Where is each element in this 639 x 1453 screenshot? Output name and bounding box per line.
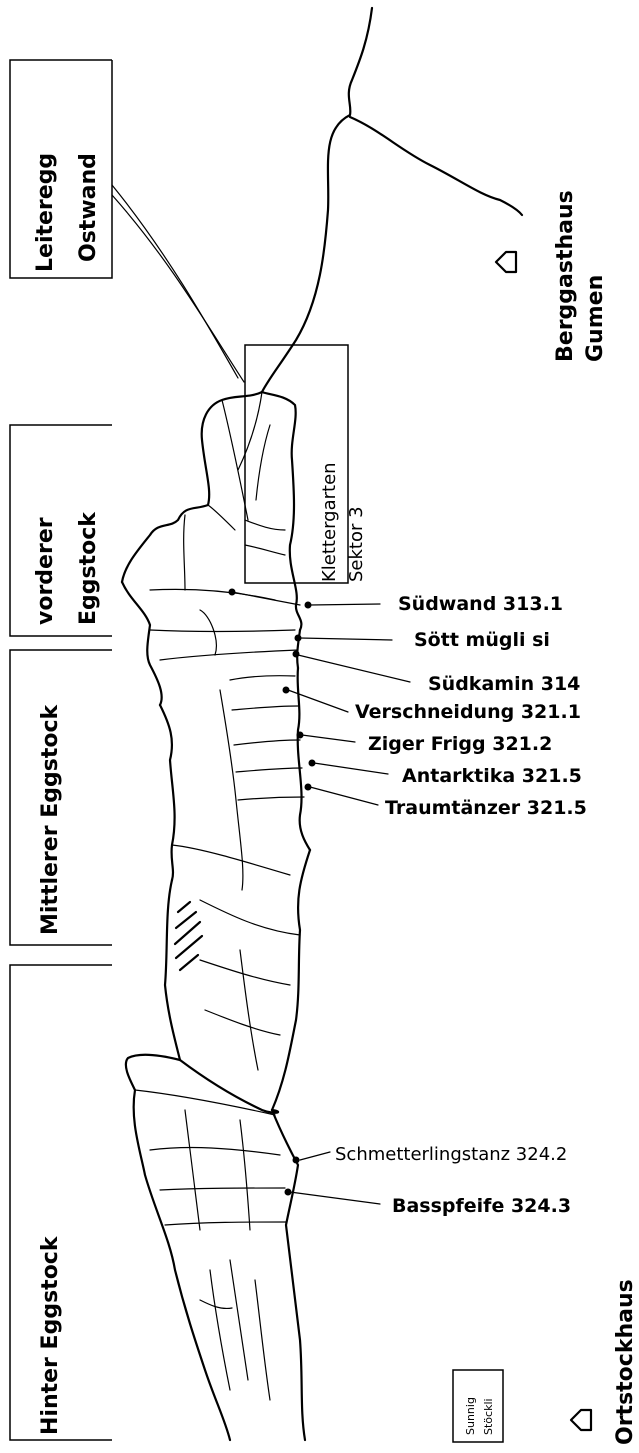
route-label: Schmetterlingstanz 324.2: [335, 1144, 567, 1165]
leiteregg-label: Leiteregg: [33, 153, 58, 272]
sunnig-label: Sunnig: [464, 1397, 477, 1435]
gumen-label: Gumen: [583, 275, 608, 362]
ostwand-label: Ostwand: [76, 153, 101, 262]
house-icon: [571, 1410, 591, 1430]
route-label: Basspfeife 324.3: [392, 1195, 571, 1217]
rock-middle-block: [165, 850, 310, 1113]
mittlerer-eggstock-label: Mittlerer Eggstock: [38, 704, 63, 935]
route-label: Verschneidung 321.1: [355, 701, 581, 723]
route-label: Ziger Frigg 321.2: [368, 733, 552, 755]
berggasthaus-label: Berggasthaus: [553, 190, 578, 362]
sektor-label: Sektor 3: [346, 506, 367, 582]
ridge-line: [262, 8, 522, 392]
route-label: Südwand 313.1: [398, 593, 563, 615]
route-label: Südkamin 314: [428, 673, 580, 695]
hinter-eggstock-label: Hinter Eggstock: [38, 1235, 63, 1435]
ortstockhaus-label: Ortstockhaus: [613, 1279, 638, 1445]
route-label: Traumtänzer 321.5: [385, 797, 587, 819]
vorderer-eggstock-label: Eggstock: [76, 511, 101, 625]
house-icon: [496, 252, 516, 272]
leiteregg-pointer: [112, 185, 244, 382]
route-label: Antarktika 321.5: [402, 765, 582, 787]
rock-vorderer: [122, 392, 301, 705]
sunnig-stoeckli-box: [453, 1370, 503, 1442]
klettergarten-label: Klettergarten: [319, 462, 340, 582]
stoeckli-label: Stöckli: [482, 1398, 495, 1435]
route-label: Sött mügli si: [414, 629, 550, 651]
vorderer-label: vorderer: [33, 517, 58, 625]
route-pointers: [229, 589, 411, 1205]
rock-mittlerer: [160, 668, 310, 890]
